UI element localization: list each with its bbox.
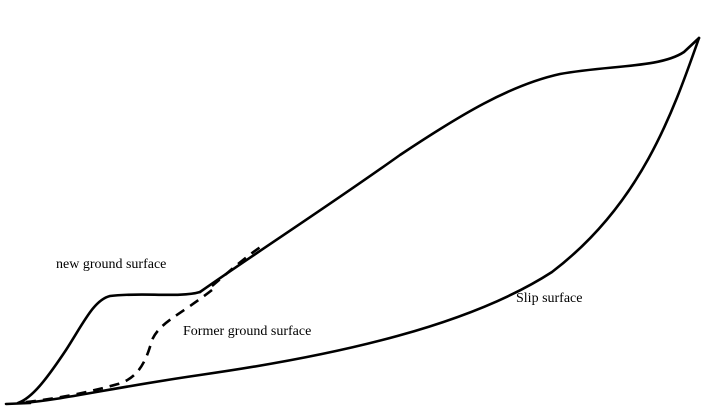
new-ground-surface-label: new ground surface [56, 258, 166, 272]
former-ground-surface-line [26, 290, 212, 402]
slip-surface-line [22, 38, 699, 403]
slip-surface-label: Slip surface [516, 292, 582, 306]
upper-ground-surface-line [200, 38, 699, 292]
new-ground-surface-line [18, 292, 200, 403]
toe-point [6, 403, 30, 404]
former-ground-surface-label: Former ground surface [183, 325, 311, 339]
